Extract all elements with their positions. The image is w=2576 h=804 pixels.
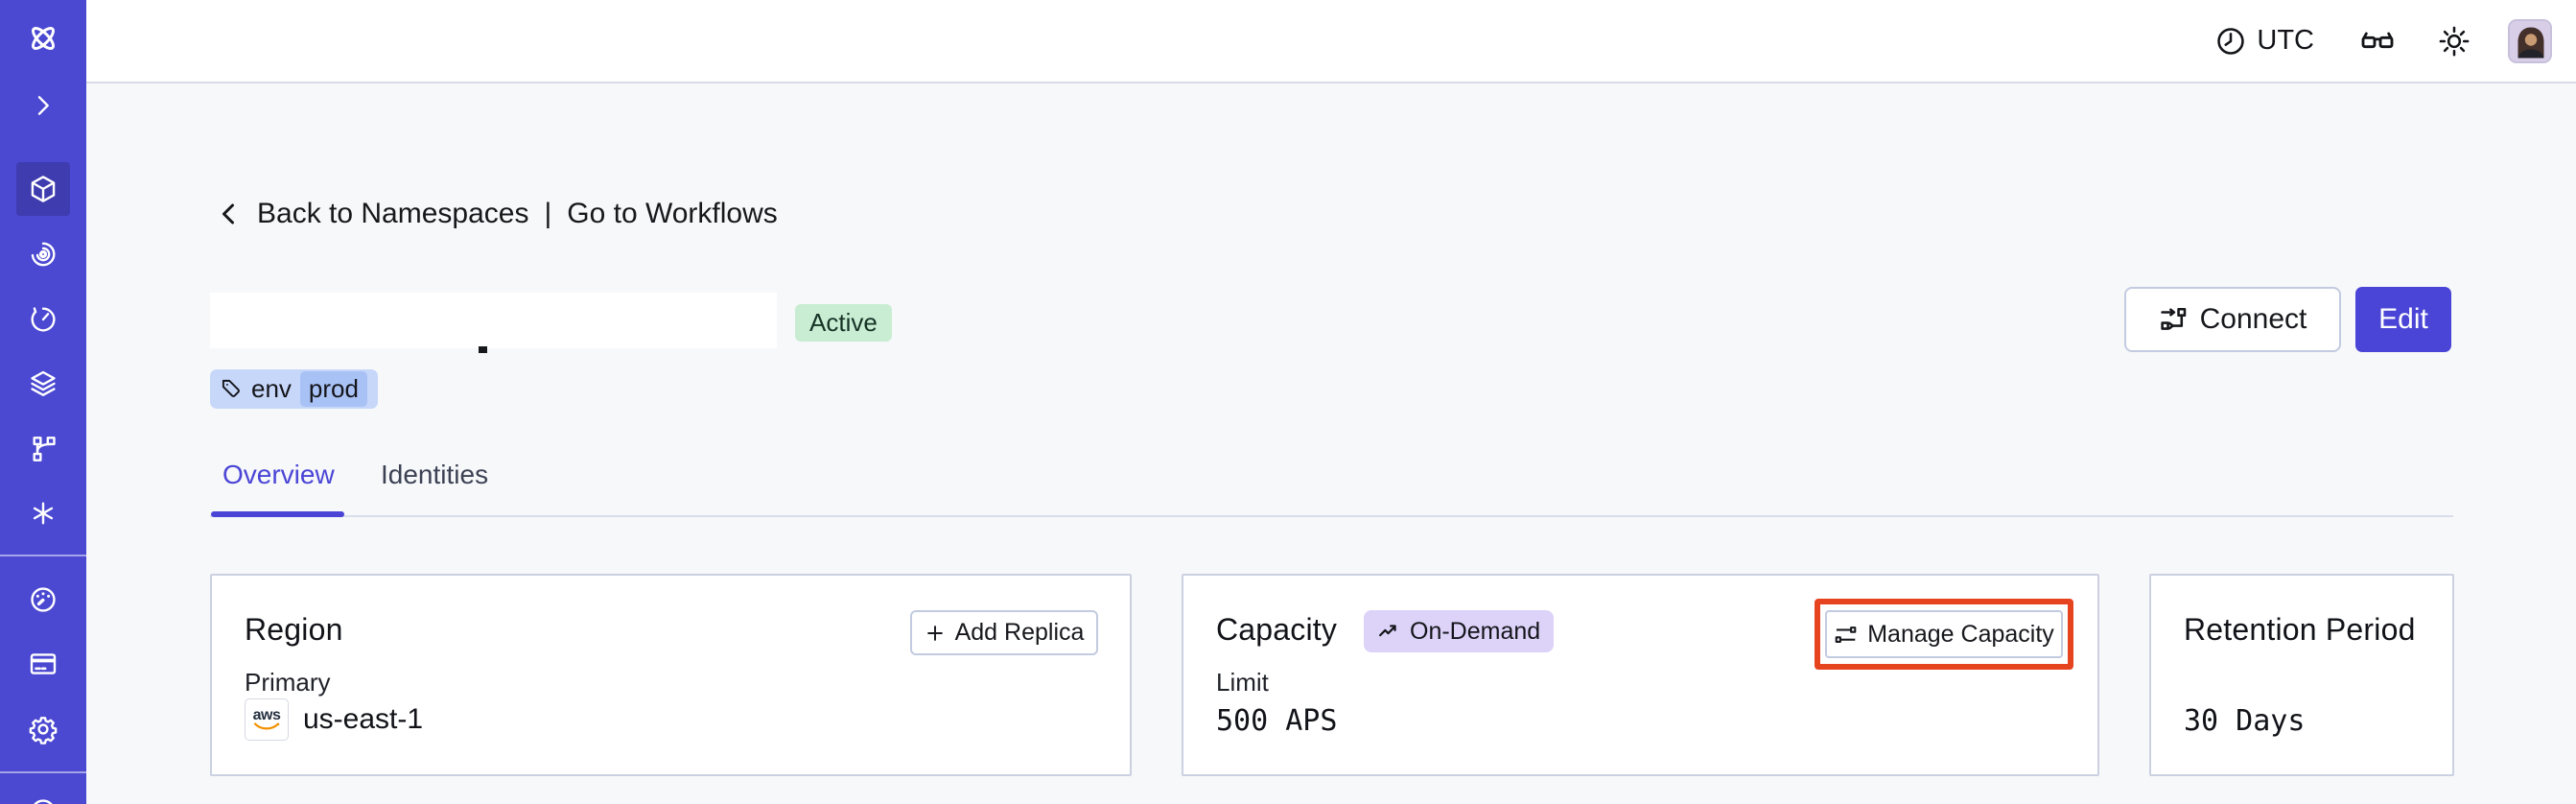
stack-layers-icon [31, 370, 56, 396]
sidebar-item-namespaces[interactable] [16, 162, 70, 216]
namespaces-cube-icon [31, 176, 56, 202]
settings-gear-icon [29, 717, 58, 745]
tab-identities[interactable]: Identities [381, 460, 489, 489]
tabs-rule [210, 515, 2453, 517]
sidebar-item-schedules[interactable] [16, 293, 70, 346]
status-badge: Active [795, 304, 892, 342]
plus-icon [925, 623, 946, 644]
deployments-branch-icon [33, 437, 56, 461]
region-card-title: Region [245, 612, 343, 647]
sidebar-item-temporal-logo[interactable] [16, 12, 70, 65]
region-card: Region Add Replica Primary aws us-east-1 [210, 574, 1132, 776]
tab-overview[interactable]: Overview [222, 460, 335, 489]
connect-flow-icon [2159, 305, 2189, 335]
chevron-left-icon [215, 200, 244, 228]
billing-card-icon [30, 653, 57, 674]
back-to-namespaces-link[interactable]: Back to Namespaces [257, 198, 529, 229]
edit-button[interactable]: Edit [2355, 287, 2451, 352]
go-to-workflows-link[interactable]: Go to Workflows [567, 198, 778, 229]
retention-value: 30 Days [2184, 704, 2306, 738]
workflows-swirl-icon [31, 242, 56, 267]
sidebar-divider [0, 555, 86, 556]
aws-smile-arc [253, 721, 280, 729]
capacity-value: 500 APS [1216, 704, 1338, 738]
chevron-right-icon [37, 96, 49, 115]
schedules-timer-icon [31, 307, 56, 332]
connect-label: Connect [2199, 303, 2307, 335]
manage-capacity-button[interactable]: Manage Capacity [1825, 610, 2063, 658]
sidebar-item-help[interactable] [16, 785, 70, 804]
sun-icon[interactable] [2437, 24, 2471, 59]
sidebar-item-nexus[interactable] [16, 486, 70, 540]
trending-up-icon [1377, 620, 1401, 644]
add-replica-label: Add Replica [954, 619, 1085, 646]
sidebar-item-settings[interactable] [16, 702, 70, 756]
sidebar-item-deployments[interactable] [16, 422, 70, 476]
limit-label: Limit [1216, 668, 1269, 697]
sidebar-item-usage[interactable] [16, 573, 70, 627]
capacity-card-title: Capacity [1216, 612, 1338, 647]
region-value: us-east-1 [303, 703, 424, 735]
capacity-card: Capacity On-Demand Manage Capacity Limit… [1182, 574, 2099, 776]
namespace-title-redacted [210, 293, 777, 348]
sidebar-item-billing[interactable] [16, 637, 70, 691]
timezone-label: UTC [2257, 25, 2314, 56]
tag-key: env [251, 374, 292, 403]
clock-icon [2214, 25, 2247, 58]
breadcrumb: Back to Namespaces | Go to Workflows [215, 198, 778, 230]
namespace-tag[interactable]: env prod [210, 369, 378, 409]
tag-value-chip: prod [299, 371, 367, 407]
primary-label: Primary [245, 668, 331, 697]
on-demand-label: On-Demand [1410, 617, 1541, 645]
add-replica-button[interactable]: Add Replica [910, 610, 1098, 655]
namespace-title-dot [479, 346, 487, 353]
retention-card: Retention Period 30 Days [2149, 574, 2454, 776]
usage-speedometer-icon [31, 587, 56, 612]
sidebar-divider [0, 771, 86, 773]
breadcrumb-separator: | [544, 198, 552, 229]
sidebar-item-workflows[interactable] [16, 227, 70, 281]
tag-icon [221, 378, 243, 400]
glasses-icon[interactable] [2358, 22, 2397, 60]
aws-provider-badge: aws [245, 698, 289, 741]
topbar: UTC [86, 0, 2576, 83]
connect-button[interactable]: Connect [2124, 287, 2341, 352]
sidebar-item-stack[interactable] [16, 357, 70, 411]
annotation-highlight: Manage Capacity [1815, 599, 2073, 670]
on-demand-badge: On-Demand [1364, 610, 1555, 652]
active-tab-underline [211, 511, 344, 517]
manage-capacity-label: Manage Capacity [1867, 620, 2054, 648]
user-avatar[interactable] [2508, 18, 2552, 63]
aws-logo: aws [252, 706, 281, 723]
sidebar [0, 0, 86, 804]
sliders-icon [1834, 623, 1858, 647]
timezone-selector[interactable]: UTC [2214, 25, 2314, 58]
edit-label: Edit [2378, 303, 2428, 335]
nexus-asterisk-icon [33, 502, 54, 525]
sidebar-item-expand[interactable] [16, 79, 70, 132]
retention-card-title: Retention Period [2184, 612, 2416, 647]
help-circle-icon [34, 799, 53, 804]
temporal-logo-icon [32, 27, 55, 50]
